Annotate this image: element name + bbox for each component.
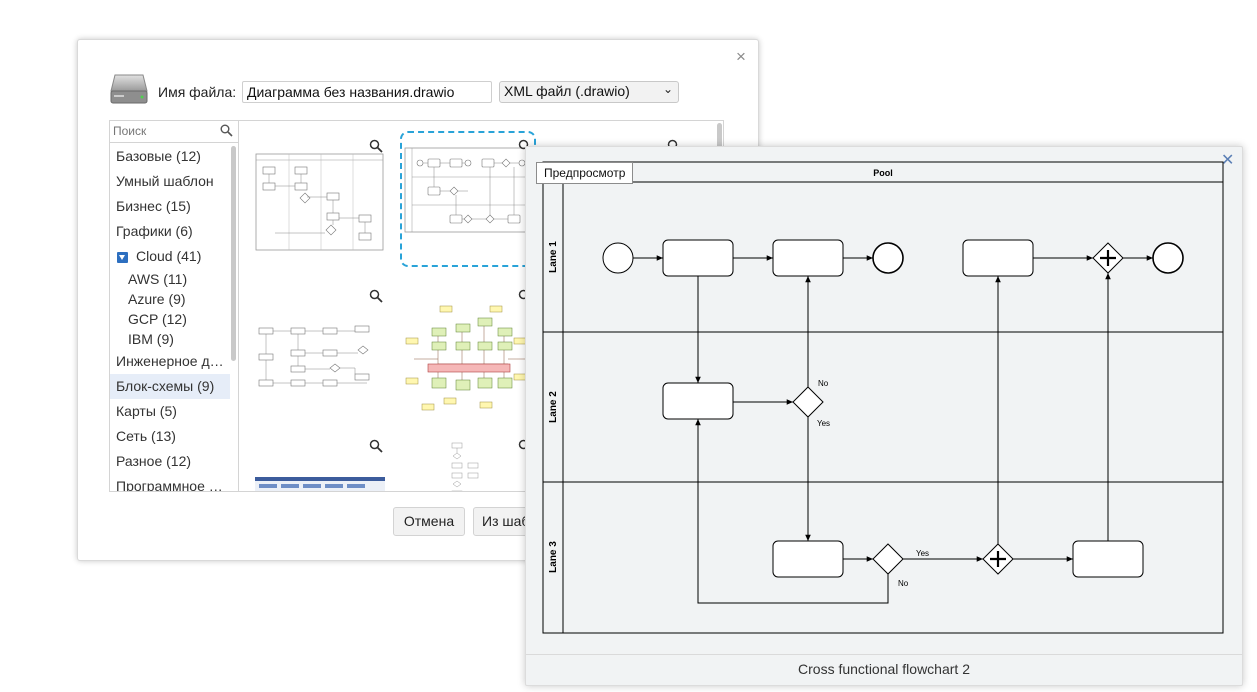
category-list: Базовые (12) Умный шаблон Бизнес (15) Гр… <box>110 144 230 492</box>
file-format-select[interactable]: XML файл (.drawio) ⌄ <box>499 81 679 103</box>
expand-triangle-icon[interactable] <box>117 252 128 263</box>
search-icon[interactable] <box>220 124 233 137</box>
task-box <box>772 239 844 277</box>
template-thumbnail[interactable] <box>251 145 387 281</box>
chevron-down-icon: ⌄ <box>662 82 673 96</box>
template-preview-popup: Предпросмотр ✕ Pool Lane 1 Lane 2 Lane 3… <box>525 146 1243 686</box>
category-engineering[interactable]: Инженерное дело (12) <box>116 353 230 369</box>
preview-label: Предпросмотр <box>536 162 634 184</box>
preview-footer <box>526 654 1242 686</box>
task-box <box>1072 540 1144 578</box>
sidebar-scrollbar[interactable] <box>231 146 236 361</box>
category-ibm[interactable]: IBM (9) <box>128 331 174 347</box>
preview-template-title: Cross functional flowchart 2 <box>798 661 970 677</box>
task-box <box>962 239 1034 277</box>
category-aws[interactable]: AWS (11) <box>128 271 188 287</box>
end-event <box>1152 242 1184 274</box>
category-cloud[interactable]: Cloud (41) <box>110 244 230 269</box>
filename-input[interactable] <box>242 81 492 103</box>
label-yes-top: Yes <box>817 419 830 428</box>
category-charts[interactable]: Графики (6) <box>116 223 193 239</box>
end-event <box>872 242 904 274</box>
lane-1-label: Lane 1 <box>548 241 559 273</box>
category-gcp[interactable]: GCP (12) <box>128 311 187 327</box>
preview-close-icon[interactable]: ✕ <box>1221 152 1235 169</box>
exclusive-gateway <box>872 543 904 575</box>
thumbnail-preview <box>255 477 385 491</box>
category-maps[interactable]: Карты (5) <box>116 403 177 419</box>
thumbnail-preview <box>258 325 370 387</box>
category-basic[interactable]: Базовые (12) <box>116 148 201 164</box>
preview-diagram: Pool Lane 1 Lane 2 Lane 3 No Yes Yes No <box>542 161 1224 634</box>
dialog-close-icon[interactable]: × <box>736 47 746 66</box>
category-business[interactable]: Бизнес (15) <box>116 198 191 214</box>
template-search <box>110 121 238 143</box>
thumbnail-preview <box>404 147 536 233</box>
label-no-bottom: No <box>898 579 909 588</box>
template-thumbnail-selected[interactable] <box>400 131 536 267</box>
task-box <box>772 540 844 578</box>
lane-3-label: Lane 3 <box>548 541 559 573</box>
zoom-icon[interactable] <box>369 439 383 453</box>
category-azure[interactable]: Azure (9) <box>128 291 186 307</box>
thumbnail-preview <box>405 305 527 411</box>
cancel-button[interactable]: Отмена <box>393 507 465 536</box>
template-thumbnail[interactable] <box>251 296 387 432</box>
template-thumbnail[interactable] <box>400 296 536 432</box>
zoom-icon[interactable] <box>369 289 383 303</box>
category-sidebar: Базовые (12) Умный шаблон Бизнес (15) Гр… <box>109 120 239 492</box>
file-format-value: XML файл (.drawio) <box>504 83 630 99</box>
category-smart-template[interactable]: Умный шаблон <box>116 173 214 189</box>
thumbnail-preview <box>451 442 479 491</box>
search-input[interactable] <box>110 121 210 141</box>
category-cloud-label: Cloud (41) <box>136 248 202 264</box>
connectors <box>633 255 1153 604</box>
task-box <box>662 382 734 420</box>
label-yes-bottom: Yes <box>916 549 929 558</box>
filename-label: Имя файла: <box>158 84 237 100</box>
category-misc[interactable]: Разное (12) <box>116 453 192 469</box>
category-software[interactable]: Программное обеспечение (8) <box>116 478 230 492</box>
zoom-icon[interactable] <box>369 139 383 153</box>
lane-2-label: Lane 2 <box>548 391 559 423</box>
category-flowcharts[interactable]: Блок-схемы (9) <box>110 374 230 399</box>
category-network[interactable]: Сеть (13) <box>116 428 176 444</box>
hard-drive-icon <box>110 74 148 104</box>
label-no-top: No <box>818 379 829 388</box>
template-thumbnail[interactable] <box>400 439 536 491</box>
start-event <box>602 242 634 274</box>
template-thumbnail[interactable] <box>251 461 387 491</box>
exclusive-gateway <box>792 386 824 418</box>
pool-title: Pool <box>873 168 893 178</box>
task-box <box>662 239 734 277</box>
thumbnail-preview <box>255 153 384 251</box>
